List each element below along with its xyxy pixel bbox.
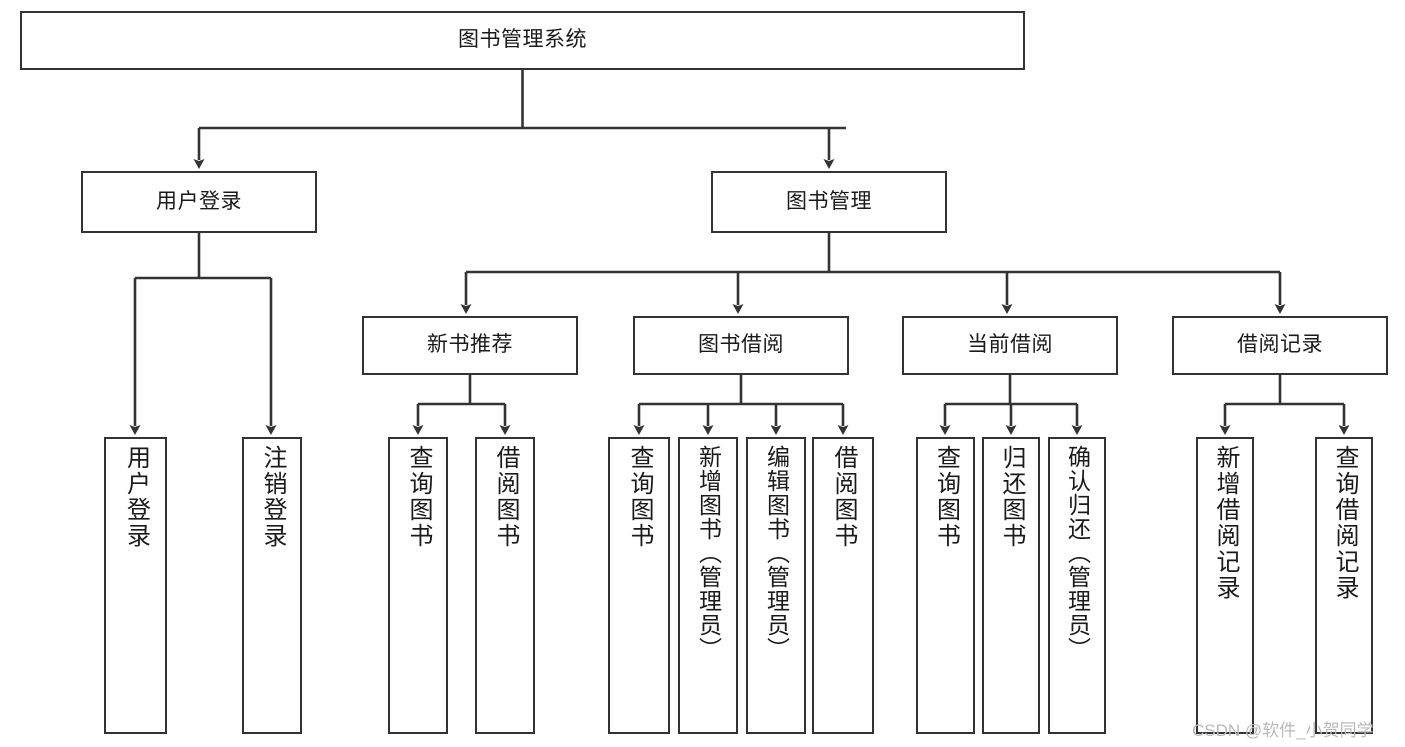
- node-leaf-query-book-rec-label: 查询图书: [405, 445, 432, 549]
- node-book-borrow-label: 图书借阅: [698, 333, 784, 357]
- node-leaf-user-login-label: 用户登录: [122, 445, 150, 549]
- node-leaf-confirm-return[interactable]: 确认归还（管理员）: [1048, 437, 1106, 734]
- node-borrow-record-label: 借阅记录: [1237, 333, 1323, 357]
- node-leaf-logout-label: 注销登录: [259, 445, 286, 549]
- node-leaf-edit-book[interactable]: 编辑图书（管理员）: [746, 437, 806, 734]
- node-current-borrow[interactable]: 当前借阅: [902, 316, 1118, 375]
- node-new-book-recommend[interactable]: 新书推荐: [362, 316, 578, 375]
- node-leaf-borrow-book-rec-label: 借阅图书: [492, 445, 519, 549]
- node-leaf-add-book-label: 新增图书（管理员）: [695, 445, 722, 661]
- node-new-book-recommend-label: 新书推荐: [427, 333, 513, 357]
- node-current-borrow-label: 当前借阅: [967, 333, 1053, 357]
- node-leaf-query-book-borrow-label: 查询图书: [626, 445, 653, 549]
- node-book-manage[interactable]: 图书管理: [711, 171, 947, 233]
- node-leaf-borrow-book-rec[interactable]: 借阅图书: [475, 437, 535, 734]
- node-leaf-return-book[interactable]: 归还图书: [982, 437, 1040, 734]
- node-leaf-query-book-rec[interactable]: 查询图书: [388, 437, 448, 734]
- node-borrow-record[interactable]: 借阅记录: [1172, 316, 1388, 375]
- node-book-manage-label: 图书管理: [786, 189, 872, 213]
- node-leaf-edit-book-label: 编辑图书（管理员）: [763, 445, 790, 661]
- node-leaf-confirm-return-label: 确认归还（管理员）: [1064, 445, 1091, 661]
- node-leaf-query-book-cur-label: 查询图书: [932, 445, 960, 549]
- node-leaf-logout[interactable]: 注销登录: [242, 437, 302, 734]
- node-leaf-borrow-book-label: 借阅图书: [830, 445, 857, 549]
- node-leaf-query-book-borrow[interactable]: 查询图书: [608, 437, 670, 734]
- node-leaf-query-book-cur[interactable]: 查询图书: [916, 437, 975, 734]
- node-leaf-borrow-book[interactable]: 借阅图书: [812, 437, 874, 734]
- node-leaf-add-record-label: 新增借阅记录: [1212, 445, 1239, 601]
- csdn-watermark: CSDN @软件_小贺同学: [1192, 721, 1374, 740]
- node-leaf-add-record[interactable]: 新增借阅记录: [1196, 437, 1254, 734]
- node-leaf-query-record[interactable]: 查询借阅记录: [1315, 437, 1373, 734]
- node-root[interactable]: 图书管理系统: [20, 11, 1025, 70]
- node-book-borrow[interactable]: 图书借阅: [633, 316, 849, 375]
- node-user-login-label: 用户登录: [156, 189, 242, 213]
- node-leaf-query-record-label: 查询借阅记录: [1331, 445, 1358, 601]
- node-leaf-user-login[interactable]: 用户登录: [104, 437, 167, 734]
- node-root-label: 图书管理系统: [458, 28, 587, 52]
- node-leaf-add-book[interactable]: 新增图书（管理员）: [678, 437, 738, 734]
- node-leaf-return-book-label: 归还图书: [998, 445, 1025, 549]
- node-user-login[interactable]: 用户登录: [81, 171, 317, 233]
